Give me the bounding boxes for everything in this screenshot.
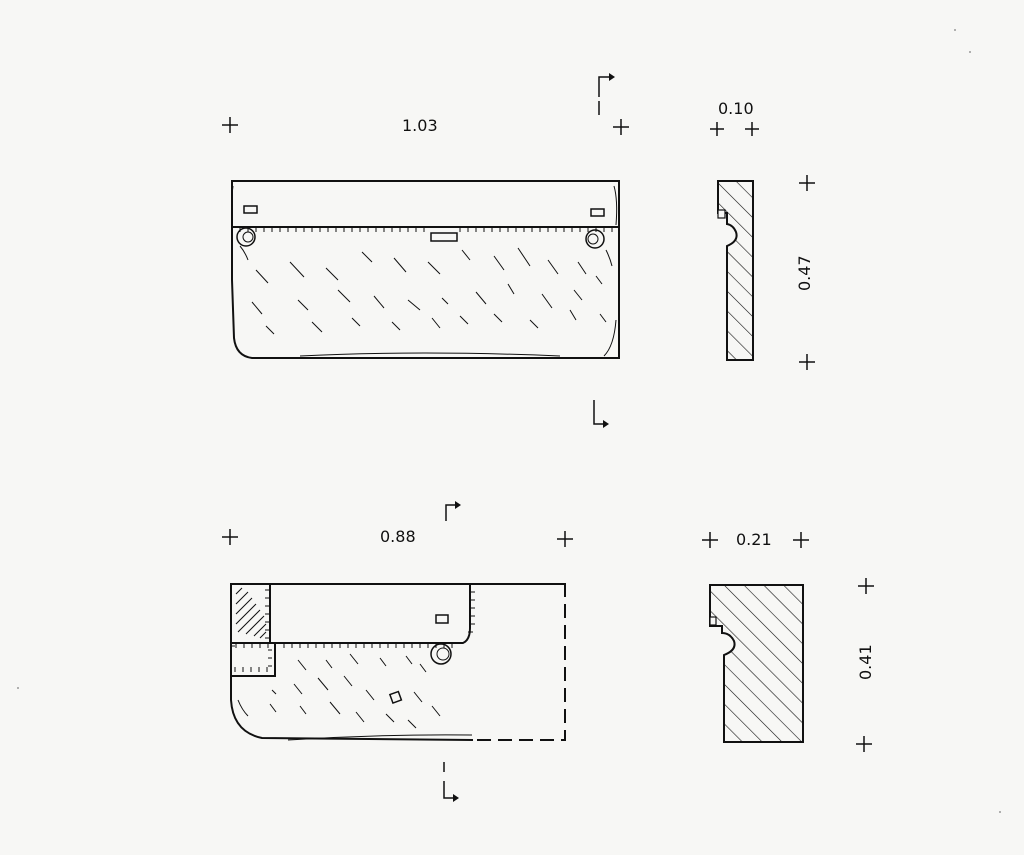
lower-surface-texture (237, 653, 441, 729)
lower-width-label: 0.88 (380, 527, 416, 546)
lower-front-elevation (230, 583, 566, 742)
upper-block: 1.03 0.10 0.47 (222, 73, 815, 428)
upper-socket-right (590, 208, 605, 217)
lower-side-section (709, 584, 804, 743)
lower-section-marker-top (445, 501, 461, 521)
lower-socket-small (388, 690, 403, 705)
upper-registration-marks (222, 117, 815, 370)
paper-specks (17, 29, 1001, 813)
lower-worn-corner (235, 587, 267, 639)
lower-tick-row (231, 589, 475, 672)
upper-section-marker-bottom (593, 400, 609, 428)
lower-section-marker-bottom (443, 762, 459, 802)
lower-circle-socket (430, 643, 452, 665)
upper-width-label: 1.03 (402, 116, 438, 135)
lower-socket-top (435, 614, 449, 624)
upper-socket-left (243, 205, 258, 214)
upper-side-section (717, 180, 754, 361)
upper-section-marker-top (598, 73, 615, 115)
upper-surface-texture (239, 245, 613, 335)
upper-height-label: 0.47 (795, 255, 814, 291)
upper-socket-center (430, 232, 458, 242)
upper-circle-left (236, 227, 256, 247)
lower-registration-marks (222, 529, 874, 752)
upper-circle-right (585, 229, 605, 249)
lower-depth-label: 0.21 (736, 530, 772, 549)
upper-depth-label: 0.10 (718, 99, 754, 118)
lower-height-label: 0.41 (856, 644, 875, 680)
upper-front-elevation (231, 180, 620, 359)
lower-block: 0.88 0.21 0.41 (222, 501, 875, 802)
